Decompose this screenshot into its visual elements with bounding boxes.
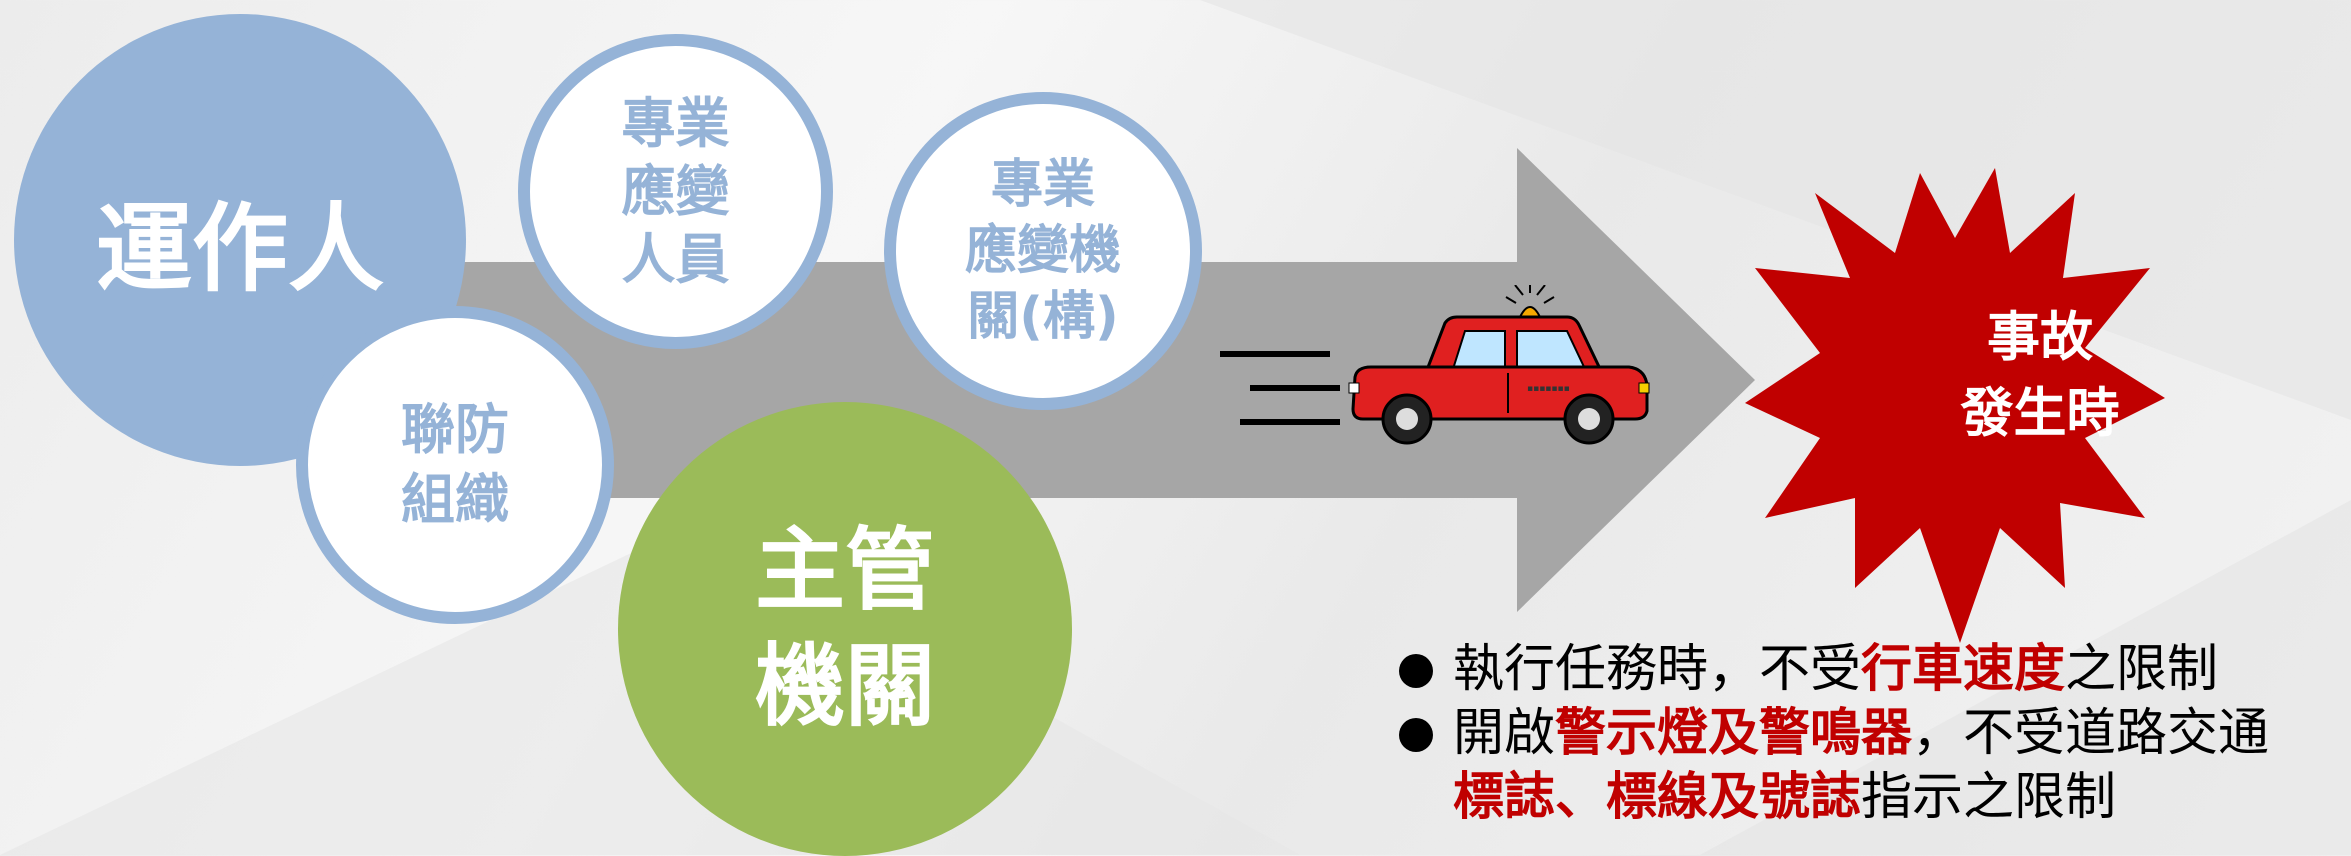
authority-line-1: 主管 xyxy=(755,518,935,623)
bullet-1-part-1: 執行任務時，不受 xyxy=(1453,640,1862,699)
operator-label: 運作人 xyxy=(96,192,384,305)
svg-text:▪▪▪▪▪▪▪: ▪▪▪▪▪▪▪ xyxy=(1527,384,1570,394)
circle-specialist-agency: 專業 應變機 關(構) xyxy=(884,92,1202,410)
bullet-1-part-3: 之限制 xyxy=(2065,640,2219,699)
specialist-agency-line-2: 應變機 xyxy=(964,221,1121,281)
speed-lines-icon xyxy=(1220,351,1340,425)
specialist-agency-line-3: 關(構) xyxy=(967,287,1119,347)
bullet-1-emphasis: 行車速度 xyxy=(1861,640,2066,699)
authority-line-2: 機關 xyxy=(755,634,935,739)
specialist-staff-line-2: 應變 xyxy=(621,159,730,223)
circle-joint-organization: 聯防 組織 xyxy=(296,306,614,624)
bullet-2-part-3: ，不受道路交通 xyxy=(1912,704,2270,763)
bullet-dot-icon xyxy=(1399,654,1433,688)
bullet-2-part-1: 開啟 xyxy=(1453,704,1556,763)
specialist-agency-line-1: 專業 xyxy=(990,155,1095,215)
burst-line-1: 事故 xyxy=(1987,307,2093,368)
bullet-item-2: 開啟警示燈及警鳴器，不受道路交通 xyxy=(1395,702,2269,766)
circle-operator: 運作人 xyxy=(14,14,466,466)
joint-org-line-2: 組織 xyxy=(401,468,509,531)
bullet-2-cont-emphasis: 標誌、標線及號誌 xyxy=(1453,768,1862,827)
bullet-2-cont-part-2: 指示之限制 xyxy=(1861,768,2117,827)
car-icon: ▪▪▪▪▪▪▪ xyxy=(1348,285,1650,445)
circle-specialist-staff: 專業 應變 人員 xyxy=(518,34,833,349)
bullet-list: 執行任務時，不受行車速度之限制 開啟警示燈及警鳴器，不受道路交通 標誌、標線及號… xyxy=(1395,638,2269,830)
bullet-item-2-continuation: 標誌、標線及號誌指示之限制 xyxy=(1395,766,2269,830)
bullet-2-emphasis: 警示燈及警鳴器 xyxy=(1555,704,1913,763)
burst-line-2: 發生時 xyxy=(1960,383,2120,444)
circle-authority: 主管 機關 xyxy=(618,402,1072,856)
specialist-staff-line-3: 人員 xyxy=(621,227,730,291)
burst-label: 事故 發生時 xyxy=(1890,300,2190,452)
bullet-dot-icon xyxy=(1399,718,1433,752)
explosion-burst-icon xyxy=(1745,168,2165,643)
joint-org-line-1: 聯防 xyxy=(401,398,509,461)
bullet-item-1: 執行任務時，不受行車速度之限制 xyxy=(1395,638,2269,702)
specialist-staff-line-1: 專業 xyxy=(621,91,730,155)
